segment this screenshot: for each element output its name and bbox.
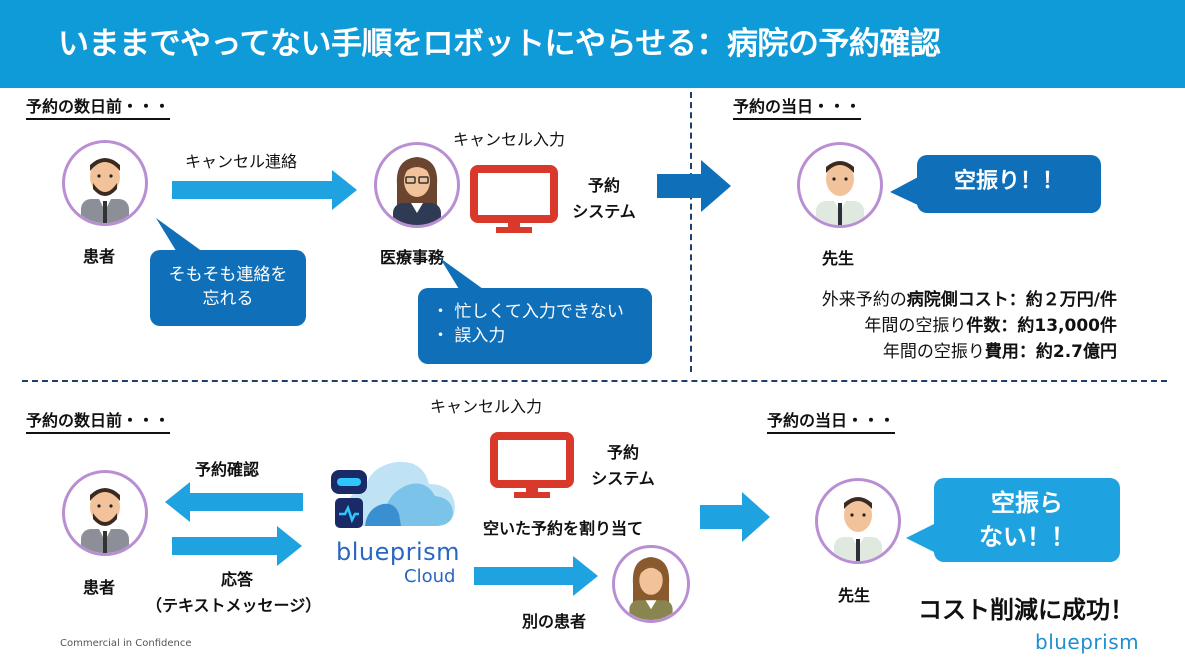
bubble-tail <box>890 176 920 206</box>
reply-label-1: 応答 <box>220 570 253 589</box>
monitor-icon <box>490 432 574 498</box>
bottom-right-section-label: 予約の当日・・・ <box>767 411 896 434</box>
no-miss-bubble-line-1: 空振ら <box>991 489 1063 517</box>
miss-bubble-text: 空振り！！ <box>953 169 1064 194</box>
right-arrow-icon <box>172 526 302 566</box>
miss-bubble: 空振り！！ <box>917 155 1101 213</box>
patient-label: 患者 <box>83 578 116 597</box>
reassign-label: 空いた予約を割り当て <box>483 519 644 538</box>
woman-avatar-icon <box>629 557 673 620</box>
bubble-tail <box>156 218 203 254</box>
doctor-label: 先生 <box>838 586 871 605</box>
top-system-label-1: 予約 <box>587 176 620 195</box>
cost-line-2-bold: 件数 <box>966 316 1001 336</box>
bottom-system-label-2: システム <box>591 469 655 488</box>
staff-label: 医療事務 <box>380 248 445 267</box>
cancel-input-label: キャンセル入力 <box>453 130 566 149</box>
doctor-avatar <box>797 142 883 228</box>
success-label: コスト削減に成功！ <box>918 596 1134 624</box>
reply-label-2: （テキストメッセージ） <box>146 596 322 615</box>
cost-line-2-post: ：約13,000件 <box>1000 316 1117 336</box>
vertical-divider <box>690 92 692 372</box>
forget-bubble-line-2: 忘れる <box>202 289 254 309</box>
cancel-input-label: キャンセル入力 <box>430 397 543 416</box>
robot-icon <box>331 470 367 528</box>
bottom-system-label-1: 予約 <box>606 443 639 462</box>
cost-line-3-post: ：約2.7億円 <box>1018 342 1117 362</box>
patient-avatar <box>62 140 148 226</box>
cost-line-2-pre: 年間の空振り <box>864 316 967 336</box>
other-patient-avatar <box>612 545 690 623</box>
title-banner <box>0 0 1185 88</box>
bp-cloud-sub: Cloud <box>404 566 456 587</box>
top-system-label-2: システム <box>572 202 636 221</box>
doctor-avatar-icon <box>816 161 864 225</box>
right-arrow-icon <box>657 160 731 212</box>
monitor-icon <box>470 165 558 233</box>
confidential-note: Commercial in Confidence <box>60 638 192 649</box>
cost-line-3-bold: 費用 <box>984 342 1019 362</box>
confirm-label: 予約確認 <box>195 460 260 479</box>
man-avatar-icon <box>81 158 129 223</box>
no-miss-bubble: 空振ら ない！！ <box>934 478 1120 562</box>
bubble-tail <box>906 522 938 554</box>
top-right-section-label: 予約の当日・・・ <box>733 97 862 120</box>
cost-line-1-pre: 外来予約の <box>821 290 907 310</box>
staff-avatar <box>374 142 460 228</box>
cost-line-3: 年間の空振り費用：約2.7億円 <box>883 342 1117 362</box>
right-arrow-icon <box>700 492 770 542</box>
cost-line-2: 年間の空振り件数：約13,000件 <box>864 316 1117 336</box>
page-title: いままでやってない手順をロボットにやらせる：病院の予約確認 <box>58 26 941 62</box>
doctor-avatar <box>815 478 901 564</box>
cost-line-1-post: ：約２万円/件 <box>1008 290 1117 310</box>
forget-bubble-line-1: そもそも連絡を <box>168 265 288 285</box>
bp-cloud-logo: blueprism <box>336 538 461 566</box>
left-arrow-icon <box>165 482 303 522</box>
right-arrow-icon <box>474 556 598 596</box>
cloud-icon <box>346 461 455 526</box>
right-arrow-icon <box>172 170 357 210</box>
other-patient-label: 別の患者 <box>522 612 587 631</box>
doctor-avatar-icon <box>834 497 882 561</box>
man-avatar-icon <box>81 488 129 553</box>
patient-label: 患者 <box>83 247 116 266</box>
cost-line-3-pre: 年間の空振り <box>882 342 985 362</box>
issues-bubble-line-2: ・ 誤入力 <box>432 326 506 346</box>
horizontal-divider <box>22 380 1167 382</box>
no-miss-bubble-line-2: ない！！ <box>979 523 1075 551</box>
cost-line-1: 外来予約の病院側コスト：約２万円/件 <box>822 290 1117 310</box>
bubble-tail <box>440 258 490 294</box>
doctor-label: 先生 <box>822 249 855 268</box>
cancel-contact-label: キャンセル連絡 <box>185 152 298 171</box>
bottom-left-section-label: 予約の数日前・・・ <box>26 411 171 434</box>
issues-bubble-line-1: ・ 忙しくて入力できない <box>432 302 624 322</box>
forget-bubble: そもそも連絡を 忘れる <box>150 250 306 326</box>
blueprism-logo: blueprism <box>1035 630 1140 654</box>
patient-avatar <box>62 470 148 556</box>
top-left-section-label: 予約の数日前・・・ <box>26 97 171 120</box>
cost-line-1-bold: 病院側コスト <box>906 290 1009 310</box>
issues-bubble: ・ 忙しくて入力できない ・ 誤入力 <box>418 288 652 364</box>
woman-glasses-avatar-icon <box>393 157 441 225</box>
